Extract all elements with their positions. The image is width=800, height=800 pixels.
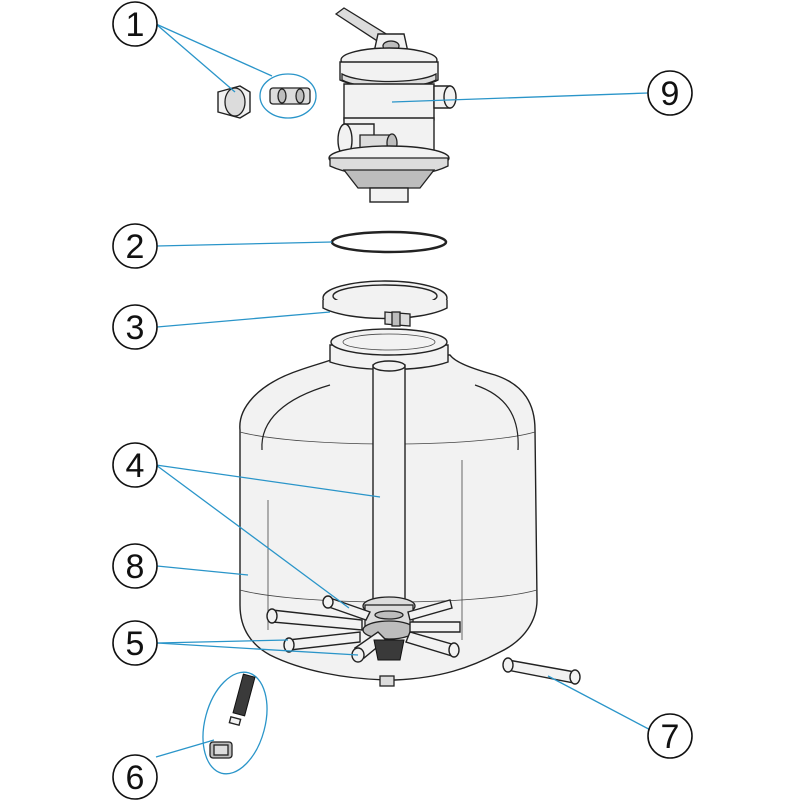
callout-4: 4 xyxy=(112,442,158,488)
callout-9-label: 9 xyxy=(661,75,680,113)
callout-6: 6 xyxy=(112,754,158,800)
callout-5-label: 5 xyxy=(126,625,145,663)
callout-3-label: 3 xyxy=(126,309,145,347)
callout-4-label: 4 xyxy=(126,447,145,485)
leader-lines xyxy=(155,23,661,758)
callout-5: 5 xyxy=(112,620,158,666)
callout-9: 9 xyxy=(647,70,693,116)
laterals xyxy=(266,595,461,663)
callout-2-label: 2 xyxy=(126,228,145,266)
callout-8-label: 8 xyxy=(126,548,145,586)
callout-8: 8 xyxy=(112,543,158,589)
callout-7-label: 7 xyxy=(661,718,680,756)
o-ring xyxy=(330,230,448,254)
callout-7: 7 xyxy=(647,713,693,759)
callout-1: 1 xyxy=(112,1,158,47)
multiport-valve xyxy=(328,7,457,203)
callout-3: 3 xyxy=(112,304,158,350)
spare-parts-set xyxy=(217,73,317,119)
clamp-ring xyxy=(322,280,448,327)
collector-pipe xyxy=(362,360,416,640)
callout-6-label: 6 xyxy=(126,759,145,797)
callout-2: 2 xyxy=(112,223,158,269)
connector-pipe xyxy=(502,657,581,685)
drain-assembly xyxy=(202,671,268,775)
callout-1-label: 1 xyxy=(126,6,145,44)
